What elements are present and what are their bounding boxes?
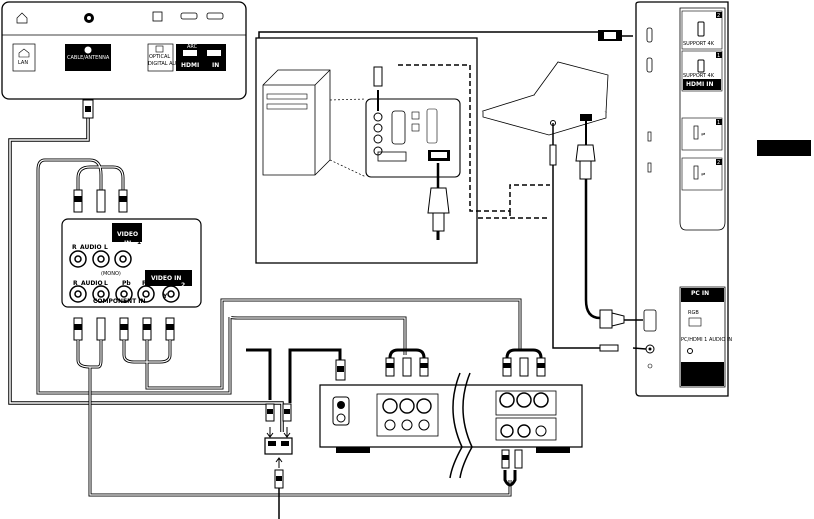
pc-hdmi-audio-in-label: PC/HDMI 1 AUDIO IN [681,337,732,343]
y-label: Y [162,293,168,300]
dvd-component-cables [388,348,543,487]
video-in-2-num: 2 [181,282,185,289]
hdmi-in-side-label: HDMI IN [686,81,714,88]
laptop-icon [481,61,625,352]
support-4k-a-label: SUPPORT 4K [683,41,715,47]
l-label-bottom: L [104,280,108,287]
video-label: VIDEO [117,231,138,238]
optical-label: OPTICAL [149,54,170,60]
r-label-bottom: R [73,280,78,287]
component-in-label: COMPONENT IN [93,298,146,305]
usb-num-2: 2 [717,160,720,166]
pc-in-label: PC IN [691,290,709,297]
l-label-top: L [104,244,108,251]
dvd-player [319,372,583,479]
pr-label: Pr [142,280,149,287]
hdmi-cable [258,30,633,41]
dashed-audio-cable [398,64,550,219]
computer-connection-box [255,37,478,264]
usb-1-icon: ⇌ [701,132,705,138]
desktop-tower-icon [262,69,331,176]
support-4k-b-label: SUPPORT 4K [683,73,715,79]
dvd-coax [288,348,346,403]
audio-label-top: AUDIO [80,244,102,251]
rgb-label: RGB [688,310,699,316]
lan-label: LAN [18,60,28,66]
usb-num-1: 1 [717,120,720,126]
mono-label: (MONO) [101,271,121,277]
rca-plugs-bottom [73,317,175,341]
tv-side-panel: 2 SUPPORT 4K 1 SUPPORT 4K HDMI IN 1 ⇌ 2 … [624,1,732,397]
input-num-1: 1 [137,239,141,246]
hdmi-num-1: 1 [717,53,720,59]
arc-label: ARC [187,44,198,50]
av-input-panel: VIDEO IN VIDEO IN 2 1 R AUDIO L R AUDIO … [61,218,202,308]
hdmi-num-2: 2 [717,13,720,19]
digital-audio-out-label: DIGITAL AUDIO OUT [148,61,199,67]
video-in-num-label: IN [124,240,131,247]
cable-antenna-label: CABLE/ANTENNA [67,55,110,61]
r-label-top: R [72,244,77,251]
pb-label: Pb [122,280,131,287]
hdmi-in-label: IN [212,62,219,69]
antenna-cable-inner [9,118,283,432]
usb-2-icon: ⇌ [701,172,705,178]
tv-rear-panel: LAN CABLE/ANTENNA OPTICAL DIGITAL AUDIO … [1,1,247,100]
section-tab [757,140,811,156]
dvd-rca-plugs [385,357,546,469]
video-in-2-label: VIDEO IN [151,275,181,282]
audio-label-bottom: AUDIO [81,280,103,287]
rca-plugs-top [73,189,128,213]
pc-io-panel [365,98,461,178]
hdmi-label: HDMI [181,62,199,69]
antenna-splitter [246,348,293,519]
